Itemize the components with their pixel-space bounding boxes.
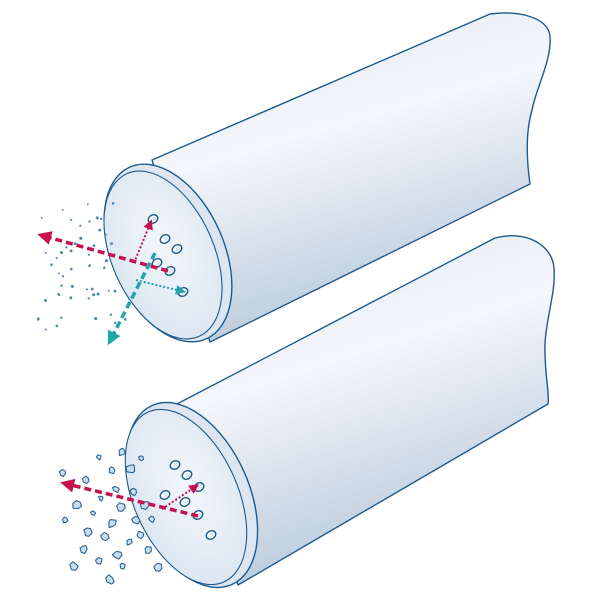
spray-particle (96, 292, 100, 296)
spray-droplet (72, 500, 82, 509)
spray-particle (79, 236, 83, 240)
spray-particle (85, 288, 88, 291)
spray-droplet (129, 487, 138, 497)
spray-particle (36, 317, 40, 321)
spray-particle (127, 297, 130, 300)
spray-droplet (90, 510, 97, 516)
spray-droplet (83, 527, 93, 537)
spray-droplet (144, 546, 152, 554)
spray-particle (44, 251, 47, 254)
spray-particle (109, 313, 112, 316)
spray-droplet (69, 561, 79, 571)
spray-particle (92, 244, 96, 248)
lower-nozzle-hole (205, 530, 217, 540)
spray-particle (87, 297, 90, 300)
spray-droplet (131, 516, 141, 525)
upper-teal-dashed-arrow (107, 252, 157, 346)
spray-particle (60, 316, 63, 320)
spray-particle (86, 203, 89, 206)
spray-particle (60, 284, 63, 287)
spray-particle (95, 216, 99, 220)
spray-particle (104, 259, 108, 263)
spray-droplet (95, 557, 103, 565)
spray-particle (88, 264, 91, 267)
spray-particle (90, 287, 94, 291)
spray-droplet (153, 562, 163, 572)
upper-spray-particles (36, 202, 130, 331)
lower-roll (58, 235, 555, 589)
upper-nozzle-hole (159, 234, 171, 244)
spray-particle (73, 242, 77, 246)
spray-particle (44, 328, 47, 331)
spray-particle (110, 242, 113, 246)
upper-magenta-dotted-arrow (133, 219, 153, 264)
spray-particle (69, 267, 73, 271)
spray-droplet (119, 562, 126, 570)
spray-droplet (125, 464, 136, 474)
spray-particle (113, 321, 117, 325)
spray-particle (59, 251, 64, 255)
spray-droplet (95, 454, 102, 461)
spray-particle (99, 217, 103, 221)
spray-particle (79, 224, 82, 227)
spray-droplet (79, 545, 88, 554)
lower-nozzle-hole (159, 490, 171, 500)
upper-roll-body (151, 12, 551, 343)
spray-particle (123, 318, 127, 321)
spray-particle (113, 289, 117, 293)
lower-spray-droplets (58, 447, 163, 585)
spray-particle (104, 233, 107, 236)
spray-particle (65, 246, 68, 249)
lower-roll-body (174, 235, 555, 586)
spray-droplet (148, 515, 155, 524)
spray-particle (69, 296, 73, 300)
spray-particle (87, 253, 90, 256)
spray-droplet (126, 538, 133, 546)
spray-droplet (108, 466, 116, 475)
spray-particle (55, 257, 58, 260)
spray-particle (50, 263, 53, 266)
spray-droplet (138, 455, 144, 462)
lower-nozzle-hole (179, 497, 191, 507)
spray-droplet (100, 532, 110, 542)
lower-magenta-dashed-arrow (60, 478, 199, 518)
upper-nozzle-hole (171, 244, 183, 254)
spray-droplet (116, 502, 126, 512)
spray-particle (88, 220, 91, 223)
spray-droplet (58, 469, 67, 478)
upper-nozzle-hole (164, 266, 176, 276)
lower-magenta-dotted-arrow (161, 484, 200, 510)
spray-droplet (111, 550, 123, 560)
spray-particle (92, 293, 96, 297)
spray-particle (98, 228, 102, 232)
spray-droplet (136, 530, 145, 540)
lower-nozzle-hole (169, 460, 181, 470)
spray-droplet (108, 519, 117, 528)
spray-particle (57, 292, 60, 296)
spray-droplet (118, 447, 126, 456)
upper-roll (36, 12, 551, 346)
spray-droplet (112, 486, 120, 493)
spray-particle (61, 275, 65, 278)
spray-particle (94, 317, 98, 321)
spray-particle (69, 249, 73, 253)
spray-droplet (105, 574, 115, 585)
lower-nozzle-hole (181, 470, 193, 480)
spray-droplet (82, 475, 90, 484)
spray-particle (40, 216, 43, 219)
spray-particle (103, 266, 106, 270)
spray-droplet (98, 495, 104, 502)
spray-particle (55, 324, 59, 328)
spray-particle (44, 299, 47, 302)
spray-droplet (62, 516, 69, 524)
spray-particle (107, 289, 110, 292)
spray-particle (61, 209, 64, 211)
spray-particle (57, 272, 60, 275)
spray-particle (70, 218, 73, 221)
spray-particle (70, 284, 74, 288)
spray-particle (111, 202, 115, 205)
